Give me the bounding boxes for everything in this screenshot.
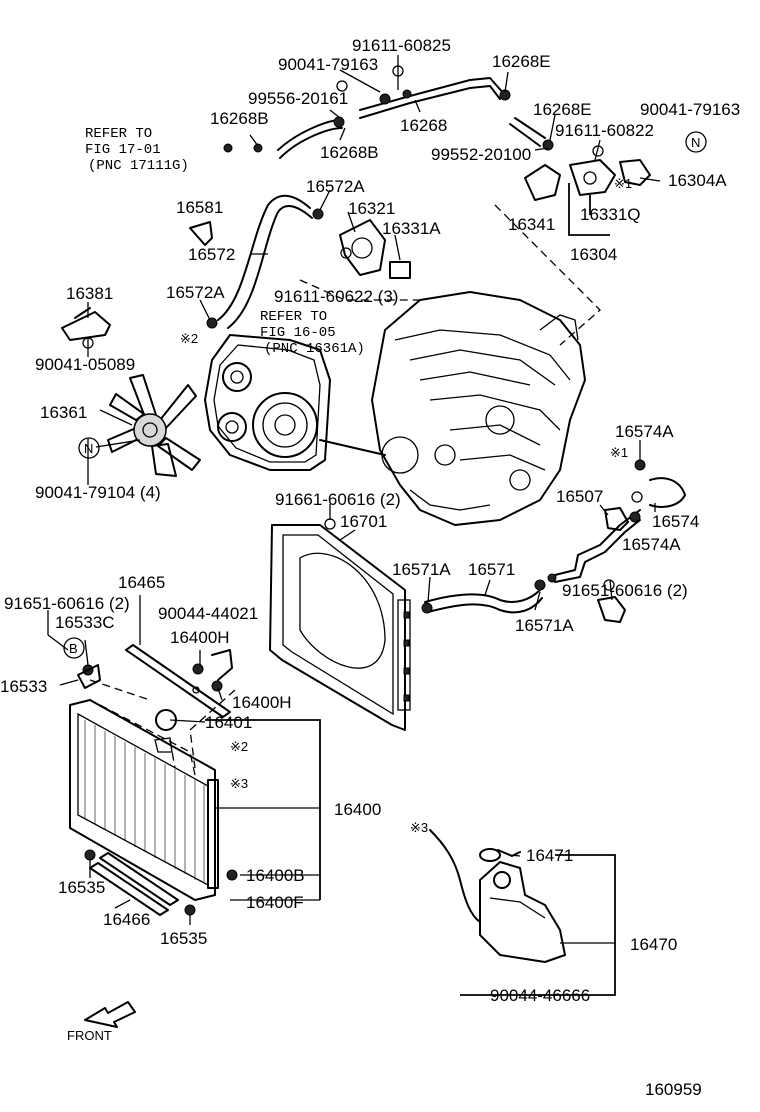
label-90041-79163-right: 90041-79163 bbox=[640, 100, 740, 119]
label-99556-20161: 99556-20161 bbox=[248, 89, 348, 108]
clamps-fittings bbox=[82, 89, 646, 916]
grouping-brackets bbox=[205, 183, 616, 996]
label-16268B-mid: 16268B bbox=[320, 143, 379, 162]
label-16268E-top: 16268E bbox=[492, 52, 551, 71]
label-90044-46666: 90044-46666 bbox=[490, 986, 590, 1005]
radiator-seals bbox=[89, 644, 231, 916]
circle-symbols bbox=[63, 131, 707, 659]
symbol-star1-top: ※1 bbox=[614, 176, 632, 191]
label-16400H-top: 16400H bbox=[170, 628, 230, 647]
label-16581: 16581 bbox=[176, 198, 223, 217]
label-91611-60825: 91611-60825 bbox=[352, 36, 451, 55]
label-16268E-mid: 16268E bbox=[533, 100, 592, 119]
label-16574A-bot: 16574A bbox=[622, 535, 681, 554]
label-91651-60616-left: 91651-60616 (2) bbox=[4, 594, 130, 613]
ref2-line1: REFER TO bbox=[260, 309, 327, 325]
label-16571A-bot: 16571A bbox=[515, 616, 574, 635]
label-16466: 16466 bbox=[103, 910, 150, 929]
bolt-marks bbox=[82, 65, 643, 591]
symbol-star1-right: ※1 bbox=[610, 445, 628, 460]
label-16465: 16465 bbox=[118, 573, 165, 592]
label-16533: 16533 bbox=[0, 677, 47, 696]
label-16471: 16471 bbox=[526, 846, 573, 865]
symbol-star3-rad: ※3 bbox=[230, 776, 248, 791]
label-16535-bot: 16535 bbox=[160, 929, 207, 948]
ref2-line3: (PNC 16361A) bbox=[264, 341, 365, 357]
label-16381: 16381 bbox=[66, 284, 113, 303]
label-16572: 16572 bbox=[188, 245, 235, 264]
dashed-references bbox=[89, 204, 601, 769]
label-16701: 16701 bbox=[340, 512, 387, 531]
label-90041-05089: 90041-05089 bbox=[35, 355, 135, 374]
symbol-n-top: N bbox=[691, 135, 700, 150]
upper-hoses bbox=[217, 77, 686, 614]
radiator bbox=[69, 699, 219, 901]
label-16304A: 16304A bbox=[668, 171, 727, 190]
ref1-line1: REFER TO bbox=[85, 126, 152, 142]
label-91611-60822: 91611-60822 bbox=[555, 121, 654, 140]
label-91661-60616: 91661-60616 (2) bbox=[275, 490, 401, 509]
label-16401: 16401 bbox=[205, 713, 252, 732]
leader-lines bbox=[47, 55, 661, 944]
front-arrow-icon bbox=[84, 1001, 136, 1028]
label-91651-60616-right: 91651-60616 (2) bbox=[562, 581, 688, 600]
ref1-line2: FIG 17-01 bbox=[85, 142, 161, 158]
symbol-b: B bbox=[69, 641, 78, 656]
cooling-fan bbox=[107, 374, 201, 477]
label-90044-44021: 90044-44021 bbox=[158, 604, 258, 623]
label-16572A-top: 16572A bbox=[306, 177, 365, 196]
front-label: FRONT bbox=[67, 1028, 112, 1043]
timing-belt-cover bbox=[204, 334, 386, 471]
label-16400: 16400 bbox=[334, 800, 381, 819]
label-16304: 16304 bbox=[570, 245, 617, 264]
label-16341: 16341 bbox=[508, 215, 555, 234]
figure-number: 160959 bbox=[645, 1080, 702, 1099]
ref2-line2: FIG 16-05 bbox=[260, 325, 336, 341]
label-16331Q: 16331Q bbox=[580, 205, 641, 224]
label-16535-left: 16535 bbox=[58, 878, 105, 897]
label-16268: 16268 bbox=[400, 116, 447, 135]
symbol-star3-tank: ※3 bbox=[410, 820, 428, 835]
label-16400B: 16400B bbox=[246, 866, 305, 885]
labels: 91611-60825 90041-79163 16268E 99556-201… bbox=[0, 36, 740, 1099]
label-91611-60622: 91611-60622 (3) bbox=[274, 287, 398, 306]
brackets bbox=[61, 221, 233, 694]
label-16507: 16507 bbox=[556, 487, 603, 506]
label-16574A-top: 16574A bbox=[615, 422, 674, 441]
label-16268B-left: 16268B bbox=[210, 109, 269, 128]
engine-assembly bbox=[371, 291, 586, 526]
label-16321: 16321 bbox=[348, 199, 395, 218]
label-99552-20100: 99552-20100 bbox=[431, 145, 531, 164]
label-16470: 16470 bbox=[630, 935, 677, 954]
symbol-star2-rad: ※2 bbox=[230, 739, 248, 754]
symbol-star2-left: ※2 bbox=[180, 331, 198, 346]
symbol-n-fan: N bbox=[84, 441, 93, 456]
label-16331A: 16331A bbox=[382, 219, 441, 238]
label-16533C: 16533C bbox=[55, 613, 115, 632]
reservoir-tank bbox=[429, 829, 566, 963]
label-90041-79163-top: 90041-79163 bbox=[278, 55, 378, 74]
label-16574: 16574 bbox=[652, 512, 699, 531]
label-16571A-top: 16571A bbox=[392, 560, 451, 579]
label-16400F: 16400F bbox=[246, 893, 304, 912]
label-16572A-left: 16572A bbox=[166, 283, 225, 302]
label-16571: 16571 bbox=[468, 560, 515, 579]
label-16361: 16361 bbox=[40, 403, 87, 422]
ref1-line3: (PNC 17111G) bbox=[88, 158, 189, 174]
label-90041-79104: 90041-79104 (4) bbox=[35, 483, 161, 502]
label-16400H-bot: 16400H bbox=[232, 693, 292, 712]
fan-shroud bbox=[269, 524, 411, 731]
